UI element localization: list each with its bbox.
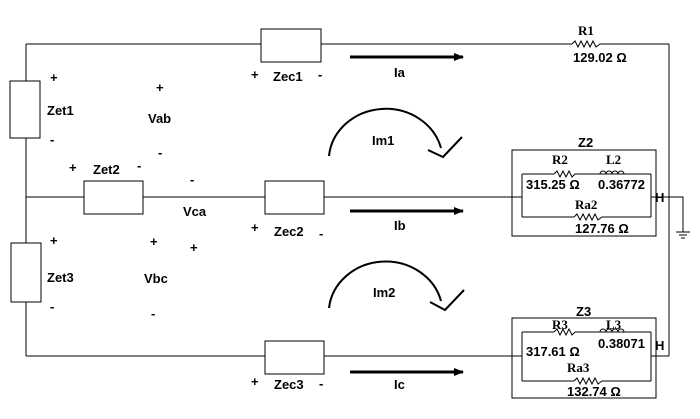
l3-unit: H: [655, 338, 664, 353]
l2-inductor-icon: [599, 170, 625, 175]
l2-unit: H: [655, 190, 664, 205]
vca-minus: -: [190, 172, 194, 187]
ra2-name: Ra2: [575, 197, 597, 212]
zec2-minus: -: [319, 226, 323, 241]
z2-network: [512, 173, 656, 218]
zec1-plus: +: [251, 67, 259, 82]
r2-name: R2: [552, 152, 568, 167]
vbc-label: Vbc: [144, 271, 168, 286]
im1-arc-arrow: [328, 107, 442, 157]
zec3-minus: -: [319, 376, 323, 391]
r2-value: 315.25 Ω: [526, 177, 580, 192]
wires: [25, 43, 684, 357]
zet1-resistor: [9, 80, 41, 139]
zec1-label: Zec1: [273, 69, 303, 84]
z2-outer-frame: [511, 149, 657, 237]
zet1-label: Zet1: [47, 103, 74, 118]
ia-label: Ia: [394, 65, 406, 80]
load-z3: Z3 R3 L3 317.61 Ω 0.38071 H Ra3 132.74 Ω: [511, 304, 664, 399]
l2-value: 0.36772: [598, 177, 645, 192]
polarity-signs: + - + - + - + - - + + - + - + - + -: [50, 67, 323, 391]
zet2-label: Zet2: [93, 162, 120, 177]
load-r1: R1 129.02 Ω: [571, 23, 627, 65]
ib-label: Ib: [394, 218, 406, 233]
ra3-value: 132.74 Ω: [567, 384, 621, 399]
r1-resistor-icon: [571, 39, 601, 49]
r3-name: R3: [552, 317, 568, 332]
zec3-resistor: [264, 340, 325, 375]
z3-network: [512, 331, 656, 382]
zet2-plus: +: [69, 160, 77, 175]
zet3-plus: +: [50, 233, 58, 248]
im1-arrowhead: [427, 136, 463, 159]
r1-value: 129.02 Ω: [573, 50, 627, 65]
z3-outer-frame: [511, 317, 657, 399]
r2-resistor-icon: [553, 169, 576, 179]
z2-name: Z2: [578, 135, 593, 150]
zec2-resistor: [264, 180, 325, 215]
r3-resistor-icon: [553, 327, 576, 337]
r1-name: R1: [578, 23, 594, 38]
vab-plus: +: [156, 80, 164, 95]
l2-name: L2: [606, 152, 621, 167]
l3-value: 0.38071: [598, 336, 645, 351]
ra2-resistor-icon: [573, 212, 603, 222]
vab-minus: -: [158, 145, 162, 160]
ra2-value: 127.76 Ω: [575, 221, 629, 236]
im2-arc-arrow: [328, 260, 442, 309]
zec1-resistor: [260, 28, 322, 63]
vbc-minus: -: [151, 306, 155, 321]
vbc-plus: +: [150, 234, 158, 249]
vca-plus: +: [190, 240, 198, 255]
vab-label: Vab: [148, 111, 171, 126]
zec3-label: Zec3: [274, 377, 304, 392]
ic-label: Ic: [394, 377, 405, 392]
z2-right-link: [655, 196, 684, 232]
zet3-resistor: [10, 242, 42, 303]
zec2-label: Zec2: [274, 224, 304, 239]
ra3-name: Ra3: [567, 360, 590, 375]
zet1-plus: +: [50, 70, 58, 85]
ra3-resistor-icon: [573, 376, 603, 386]
zet2-minus: -: [137, 158, 141, 173]
r3-value: 317.61 Ω: [526, 344, 580, 359]
zec1-minus: -: [318, 67, 322, 82]
vca-label: Vca: [183, 204, 207, 219]
zet1-minus: -: [50, 132, 54, 147]
im1-label: Im1: [372, 133, 394, 148]
l3-name: L3: [606, 317, 622, 332]
load-z2: Z2 R2 L2 315.25 Ω 0.36772 H Ra2 127.76 Ω: [511, 135, 664, 237]
zet2-resistor: [83, 180, 144, 215]
im2-arrowhead: [429, 289, 465, 312]
z3-name: Z3: [576, 304, 591, 319]
zec3-plus: +: [251, 374, 259, 389]
l3-inductor-icon: [599, 328, 625, 333]
zec2-plus: +: [251, 220, 259, 235]
zet3-label: Zet3: [47, 270, 74, 285]
zet3-minus: -: [50, 299, 54, 314]
ground-icon: [676, 231, 690, 239]
im2-label: Im2: [373, 285, 395, 300]
